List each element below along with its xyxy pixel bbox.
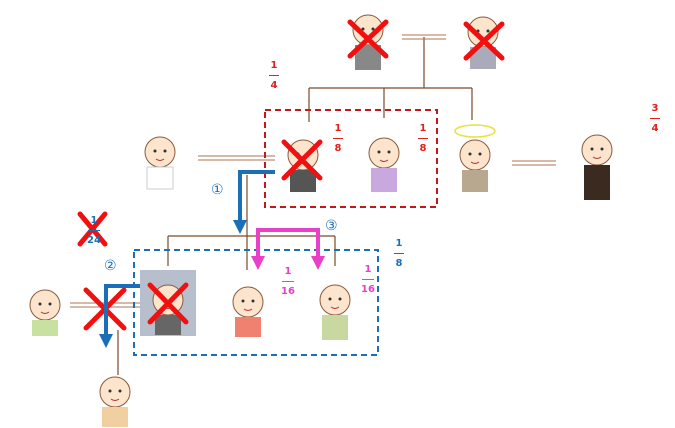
- arrow-step1: [233, 170, 275, 234]
- parents-generation-box: [264, 109, 438, 208]
- decedent-avatar: [454, 124, 496, 192]
- deceased-son-avatar: [152, 284, 184, 335]
- step3-label: ③: [325, 218, 338, 234]
- deceased-cross-icons: [77, 19, 505, 331]
- step1-label: ①: [211, 182, 224, 198]
- grandmother-avatar: [467, 16, 499, 69]
- step2-label: ②: [104, 258, 117, 274]
- grandfather-avatar: [352, 14, 384, 70]
- child-a-avatar: [232, 286, 264, 337]
- child-b-avatar: [319, 284, 351, 340]
- grandchild-avatar: [99, 376, 131, 427]
- spouse-avatar: [581, 134, 613, 200]
- arrow-step2: [99, 284, 140, 348]
- arrow-step3: [251, 228, 325, 270]
- aunt-avatar: [368, 137, 400, 192]
- father-avatar: [287, 139, 319, 192]
- father-wife-avatar: [144, 136, 176, 190]
- son-wife-avatar: [29, 289, 61, 336]
